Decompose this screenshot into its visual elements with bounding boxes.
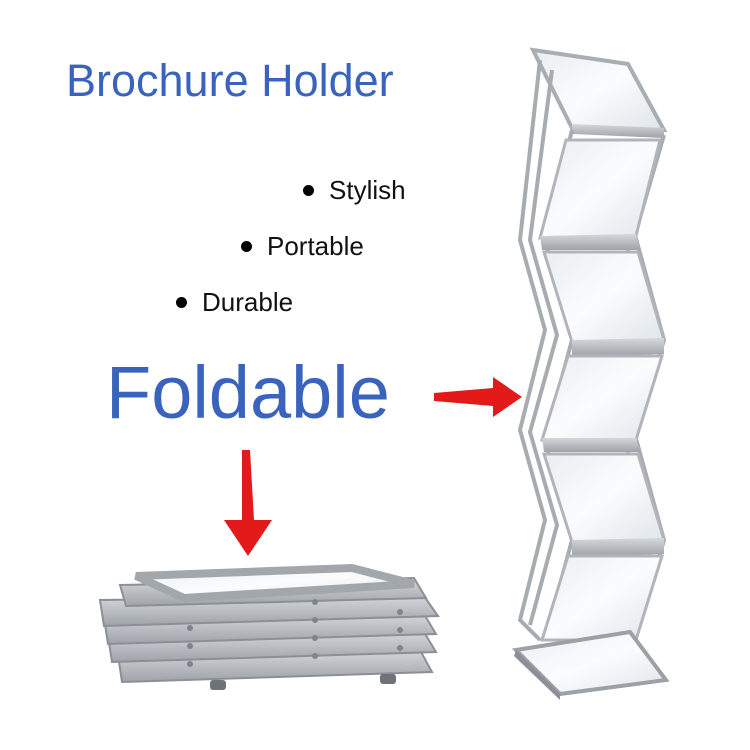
bullet-dot-icon [303,184,314,196]
bullet-dot-icon [241,240,252,252]
folded-stack [98,563,440,690]
feature-item-stylish: Stylish [303,177,406,203]
feature-label: Portable [267,231,364,261]
feature-item-durable: Durable [176,289,293,315]
arrow-right-icon [434,377,522,417]
bullet-dot-icon [176,296,187,308]
feature-label: Durable [202,287,294,317]
feature-label: Stylish [329,175,406,205]
page-title: Brochure Holder [66,55,394,106]
feature-item-portable: Portable [241,233,364,259]
arrow-down-icon [224,450,272,556]
brochure-stand [511,47,670,700]
headline-foldable: Foldable [106,351,390,434]
